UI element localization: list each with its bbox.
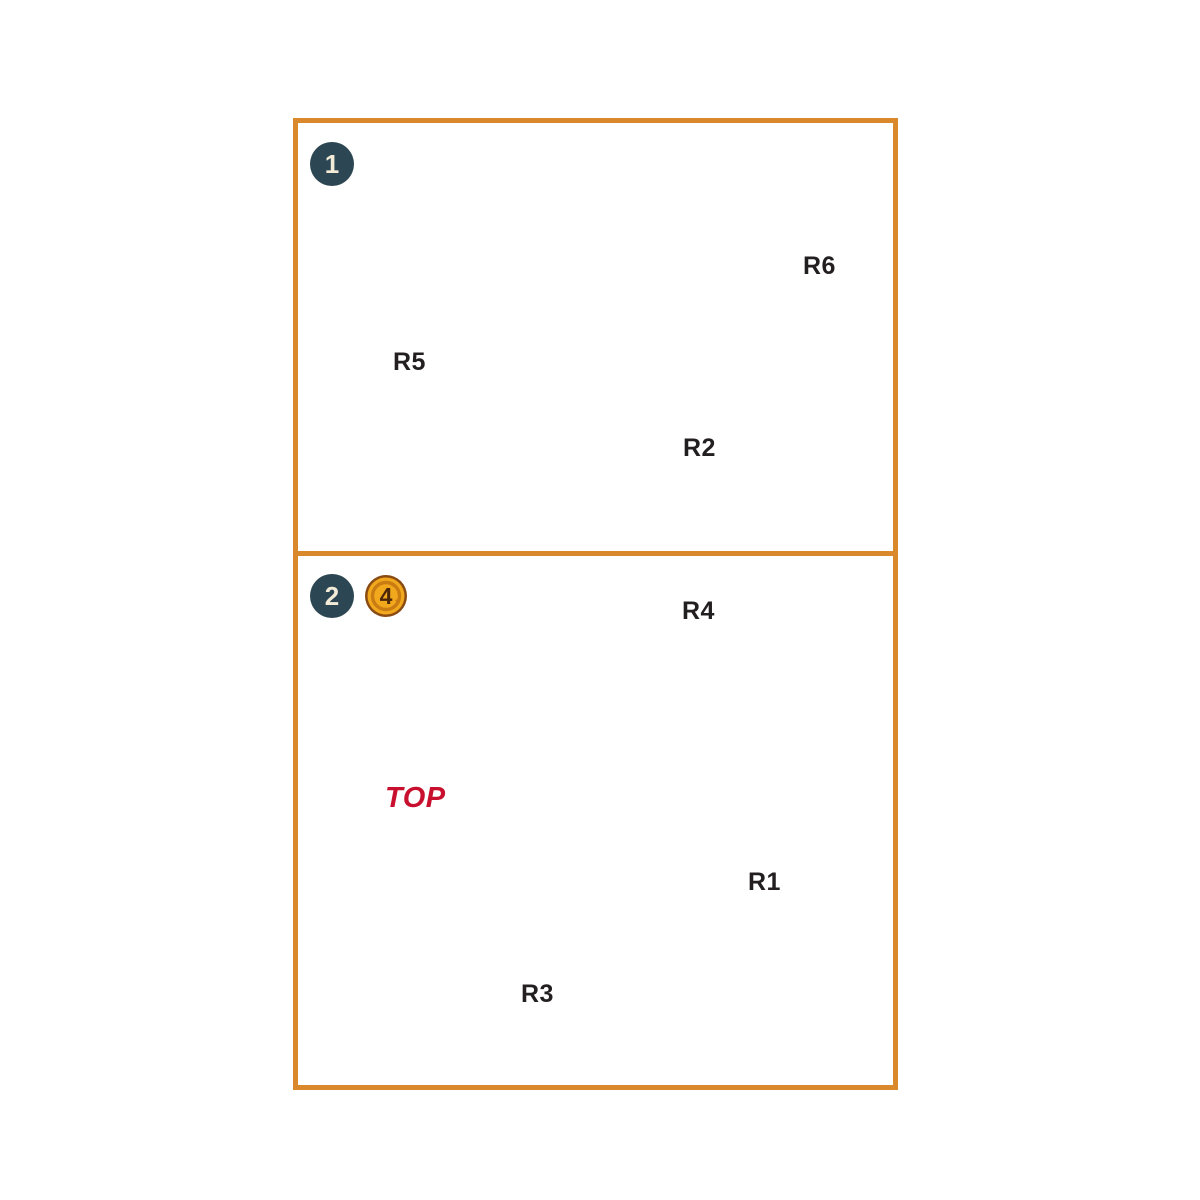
part-label-r6: R6 (803, 252, 836, 280)
quantity-value: 4 (379, 582, 393, 609)
step-badge-1: 1 (310, 142, 354, 186)
quantity-badge-4: 4 (364, 574, 408, 618)
top-orientation-label: TOP (385, 782, 446, 814)
panel-divider (293, 551, 898, 556)
repeat-circle-icon (365, 575, 407, 617)
part-label-r1: R1 (748, 868, 781, 896)
part-label-r3: R3 (521, 980, 554, 1008)
part-label-r5: R5 (393, 348, 426, 376)
step-badge-2: 2 (310, 574, 354, 618)
part-label-r2: R2 (683, 434, 716, 462)
part-label-r4: R4 (682, 597, 715, 625)
